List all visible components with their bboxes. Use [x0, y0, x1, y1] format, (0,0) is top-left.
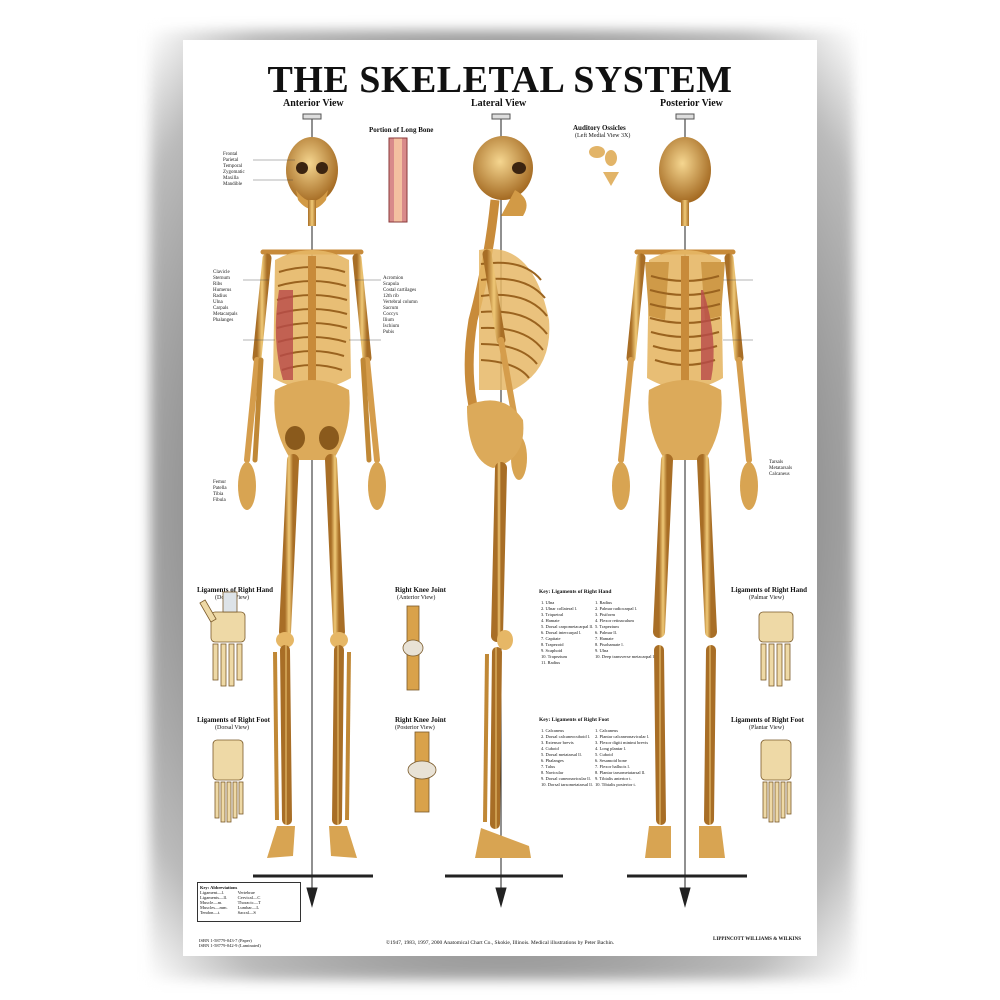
ossicles-inset: [589, 146, 619, 186]
skeleton-illustration: [199, 113, 794, 908]
plumb-lines: [253, 113, 747, 908]
abbreviations-key: Key: Abbreviations Ligament—l.Ligaments—…: [197, 882, 301, 922]
publisher-logo: LIPPINCOTT WILLIAMS & WILKINS: [713, 937, 801, 942]
anterior-view-title: Anterior View: [283, 98, 344, 109]
anterior-skeleton: [238, 137, 386, 858]
knee-anterior-subtitle: (Anterior View): [397, 595, 436, 601]
foot-dorsal-subtitle: (Dorsal View): [215, 725, 250, 731]
poster: THE SKELETAL SYSTEM Anterior View Latera…: [183, 40, 817, 956]
auditory-title: Auditory Ossicles: [573, 124, 626, 132]
posterior-skeleton: [612, 137, 758, 858]
hand-palmar-subtitle: (Palmar View): [749, 595, 785, 601]
lateral-skeleton: [464, 136, 550, 858]
leader-lines: [243, 159, 753, 341]
knee-anterior-inset: [402, 605, 424, 691]
copyright-footer: ©1947, 1983, 1997, 2000 Anatomical Chart…: [385, 940, 615, 946]
long-bone-title: Portion of Long Bone: [369, 126, 434, 134]
long-bone-inset: [388, 137, 408, 223]
key-foot-title: Key: Ligaments of Right Foot: [539, 717, 609, 723]
foot-dorsal-title: Ligaments of Right Foot: [197, 716, 270, 724]
poster-title: THE SKELETAL SYSTEM: [267, 59, 733, 101]
hand-dorsal-title: Ligaments of Right Hand: [197, 586, 274, 594]
hand-palmar-inset: [758, 611, 794, 687]
foot-plantar-title: Ligaments of Right Foot: [731, 716, 804, 724]
knee-posterior-title: Right Knee Joint: [395, 716, 446, 724]
knee-posterior-inset: [407, 731, 437, 813]
isbn-text: ISBN 1-58779-043-7 (Paper)ISBN 1-58779-0…: [199, 938, 261, 948]
hand-dorsal-inset: [199, 591, 246, 687]
foot-dorsal-inset: [212, 739, 244, 823]
foot-plantar-inset: [760, 739, 792, 823]
knee-posterior-subtitle: (Posterior View): [395, 725, 435, 731]
hand-palmar-title: Ligaments of Right Hand: [731, 586, 808, 594]
lateral-view-title: Lateral View: [471, 98, 527, 109]
knee-anterior-title: Right Knee Joint: [395, 586, 446, 594]
foot-plantar-subtitle: (Plantar View): [749, 725, 785, 731]
auditory-subtitle: (Left Medial View 3X): [575, 133, 631, 139]
key-hand-title: Key: Ligaments of Right Hand: [539, 589, 612, 595]
posterior-view-title: Posterior View: [660, 98, 723, 109]
